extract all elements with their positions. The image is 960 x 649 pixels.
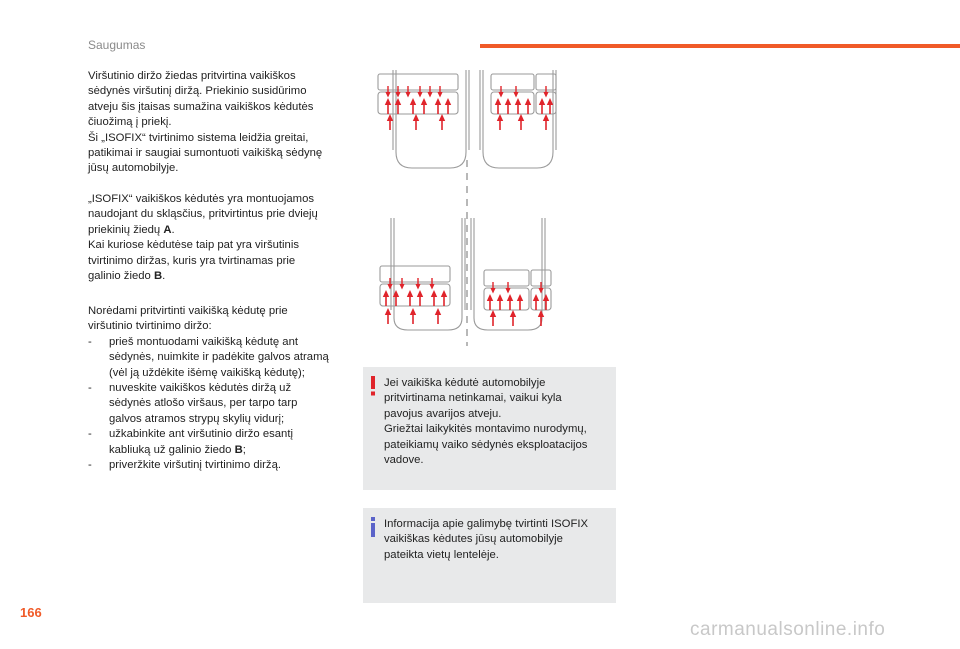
list-dash: - bbox=[88, 459, 92, 472]
header-accent-bar bbox=[480, 44, 960, 48]
ring-b-label: B bbox=[153, 270, 163, 283]
text-line: naudojant du skląsčius, pritvirtintus pr… bbox=[88, 208, 318, 221]
isofix-seat-anchor-diagram bbox=[377, 70, 557, 346]
text-line: Ši „ISOFIX“ tvirtinimo sistema leidžia g… bbox=[88, 131, 309, 144]
text-line: galinio žiedo B. bbox=[88, 269, 350, 284]
text-line: pavojus avarijos atveju. bbox=[384, 407, 502, 420]
text-line: Informacija apie galimybę tvirtinti ISOF… bbox=[384, 518, 589, 530]
text-line: pateikta vietų lentelėje. bbox=[384, 548, 499, 561]
text-line: Viršutinio diržo žiedas pritvirtina vaik… bbox=[88, 70, 296, 82]
info-icon bbox=[371, 517, 375, 537]
section-title: Saugumas bbox=[88, 38, 146, 52]
text-line: prieš montuodami vaikišką kėdutę ant bbox=[109, 335, 299, 348]
text-line: „ISOFIX“ vaikiškos kėdutės yra montuojam… bbox=[88, 193, 315, 205]
text-line: sėdynės, nuimkite ir padėkite galvos atr… bbox=[109, 351, 329, 364]
text-line: Norėdami pritvirtinti vaikišką kėdutę pr… bbox=[88, 305, 288, 317]
list-dash: - bbox=[88, 382, 92, 395]
list-item: - priveržkite viršutinį tvirtinimo diržą… bbox=[88, 458, 350, 473]
text-line: nuveskite vaikiškos kėdutės diržą už bbox=[109, 382, 292, 395]
list-item: - užkabinkite ant viršutinio diržo esant… bbox=[88, 427, 350, 458]
text-line: priekinių žiedų A. bbox=[88, 223, 350, 238]
text-line: pateikiamų vaiko sėdynės eksploatacijos bbox=[384, 438, 588, 451]
list-item: - prieš montuodami vaikišką kėdutę ant s… bbox=[88, 335, 350, 381]
text-line: sėdynės atlošo viršaus, per tarpo tarp bbox=[109, 397, 298, 410]
info-text: Informacija apie galimybę tvirtinti ISOF… bbox=[384, 517, 606, 563]
info-box: Informacija apie galimybę tvirtinti ISOF… bbox=[363, 508, 616, 603]
text-line: kabliuką už galinio žiedo B; bbox=[109, 443, 293, 458]
ring-a-label: A bbox=[163, 223, 172, 236]
paragraph-top-tether: Viršutinio diržo žiedas pritvirtina vaik… bbox=[88, 69, 350, 177]
text-segment: galinio žiedo bbox=[88, 270, 154, 283]
warning-box: Jei vaikiška kėdutė automobilyje pritvir… bbox=[363, 367, 616, 490]
text-line: Jei vaikiška kėdutė automobilyje bbox=[384, 377, 546, 389]
text-line: čiuožimą į priekį. bbox=[88, 116, 172, 129]
text-segment: kabliuką už galinio žiedo bbox=[109, 443, 235, 456]
text-line: jūsų automobilyje. bbox=[88, 162, 179, 175]
text-segment: ; bbox=[242, 443, 246, 456]
text-line: vadove. bbox=[384, 454, 424, 467]
text-line: Griežtai laikykitės montavimo nurodymų, bbox=[384, 423, 587, 436]
paragraph-isofix-rings: „ISOFIX“ vaikiškos kėdutės yra montuojam… bbox=[88, 192, 350, 284]
text-line: viršutinio tvirtinimo diržo: bbox=[88, 320, 212, 333]
text-line: vaikiškas kėdutes jūsų automobilyje bbox=[384, 533, 563, 546]
text-line: (vėl ją uždėkite išėmę vaikišką kėdutę); bbox=[109, 366, 305, 379]
text-line: Kai kuriose kėdutėse taip pat yra viršut… bbox=[88, 239, 299, 252]
text-line: užkabinkite ant viršutinio diržo esantį bbox=[109, 428, 293, 441]
text-segment: . bbox=[162, 270, 166, 283]
ring-b-label: B bbox=[234, 443, 243, 456]
text-line: sėdynės viršutinį diržą. Priekinio susid… bbox=[88, 85, 307, 98]
text-line: tvirtinimo diržas, kuris yra tvirtinamas… bbox=[88, 254, 296, 267]
text-segment: . bbox=[171, 223, 175, 236]
list-dash: - bbox=[88, 335, 92, 348]
list-item: - nuveskite vaikiškos kėdutės diržą už s… bbox=[88, 381, 350, 427]
text-line: priveržkite viršutinį tvirtinimo diržą. bbox=[109, 459, 282, 472]
text-line: patikimai ir saugiai sumontuoti vaikišką… bbox=[88, 147, 323, 160]
list-dash: - bbox=[88, 428, 92, 441]
watermark: carmanualsonline.info bbox=[690, 619, 886, 640]
text-line: galvos atramos strypų skylių vidurį; bbox=[109, 412, 285, 425]
text-line: atveju šis įtaisas sumažina vaikiškos kė… bbox=[88, 100, 314, 113]
exclamation-icon bbox=[371, 376, 375, 396]
paragraph-instructions: Norėdami pritvirtinti vaikišką kėdutę pr… bbox=[88, 304, 350, 473]
warning-text: Jei vaikiška kėdutė automobilyje pritvir… bbox=[384, 376, 606, 468]
page-number: 166 bbox=[20, 605, 42, 620]
text-line: pritvirtinama netinkamai, vaikui kyla bbox=[384, 392, 562, 405]
text-segment: priekinių žiedų bbox=[88, 223, 164, 236]
